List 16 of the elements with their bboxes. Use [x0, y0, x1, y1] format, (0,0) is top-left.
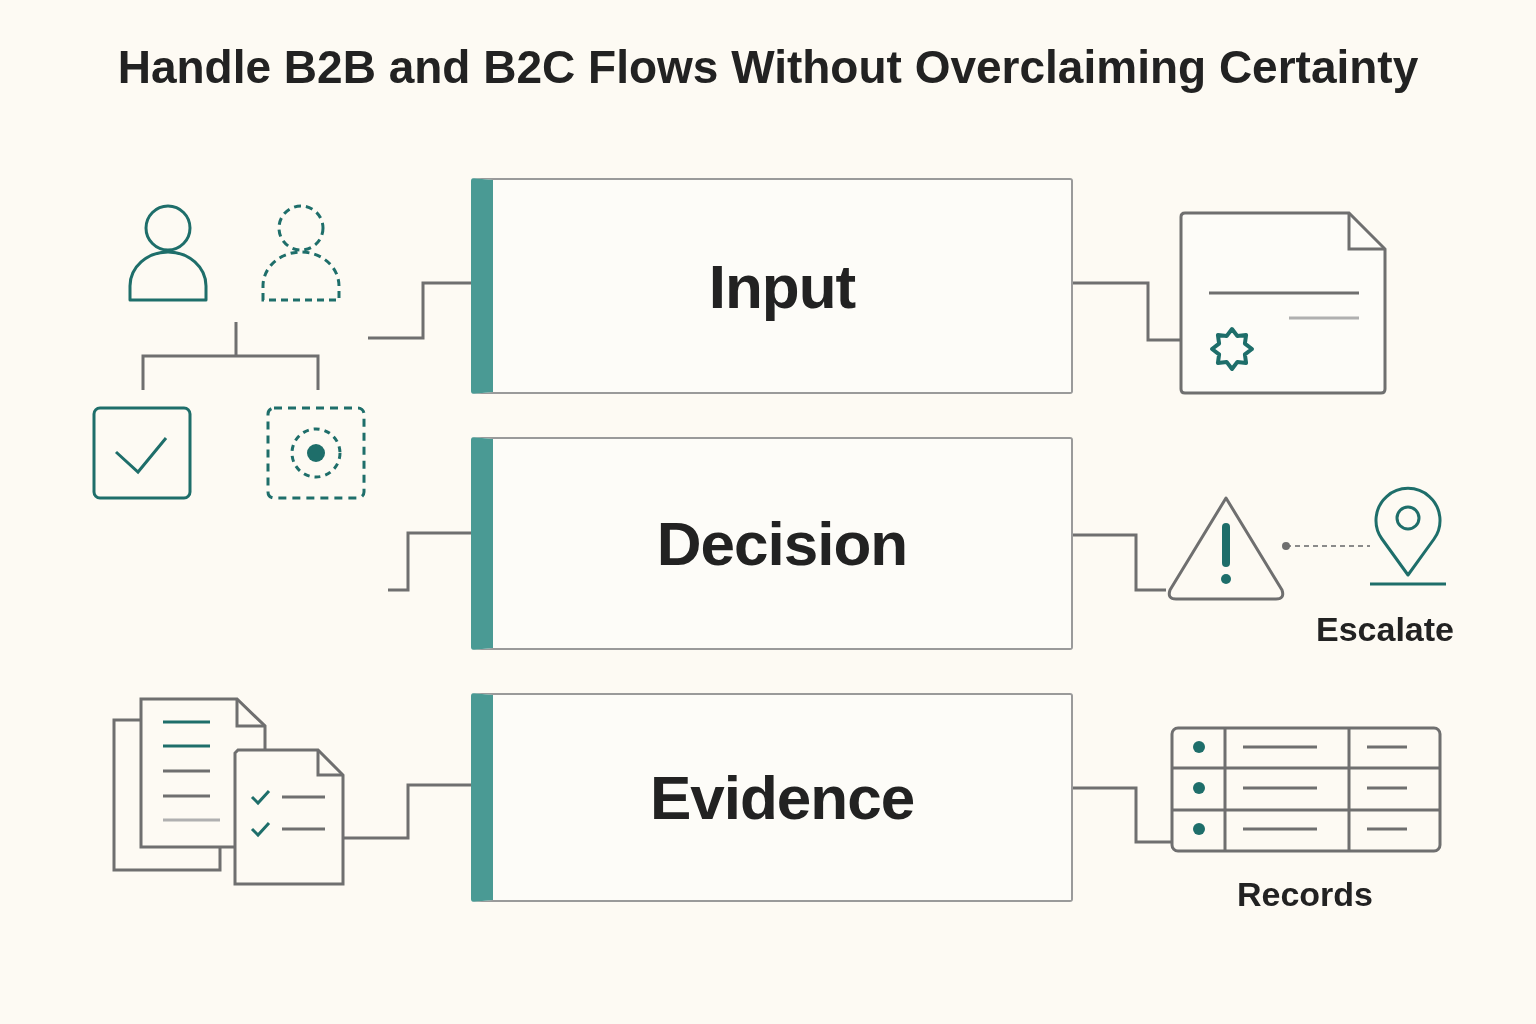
dashed-connector	[1282, 542, 1371, 550]
caption-text: Records	[1236, 875, 1374, 914]
connector-line	[1073, 786, 1171, 844]
process-box	[471, 178, 1073, 394]
title: Handle B2B and B2C Flows Without Overclaiming Certainty	[116, 40, 1420, 94]
step-label: Input	[708, 250, 856, 322]
connector-line	[368, 281, 471, 340]
connector-line	[388, 531, 471, 592]
connector-line	[1073, 533, 1166, 592]
process-box	[471, 693, 1073, 902]
step-label: Evidence	[649, 762, 915, 833]
process-box	[471, 437, 1073, 650]
caption-text: Escalate	[1316, 610, 1454, 649]
connector-line	[1073, 281, 1181, 342]
connector-line	[344, 783, 471, 840]
step-label: Decision	[656, 508, 908, 579]
